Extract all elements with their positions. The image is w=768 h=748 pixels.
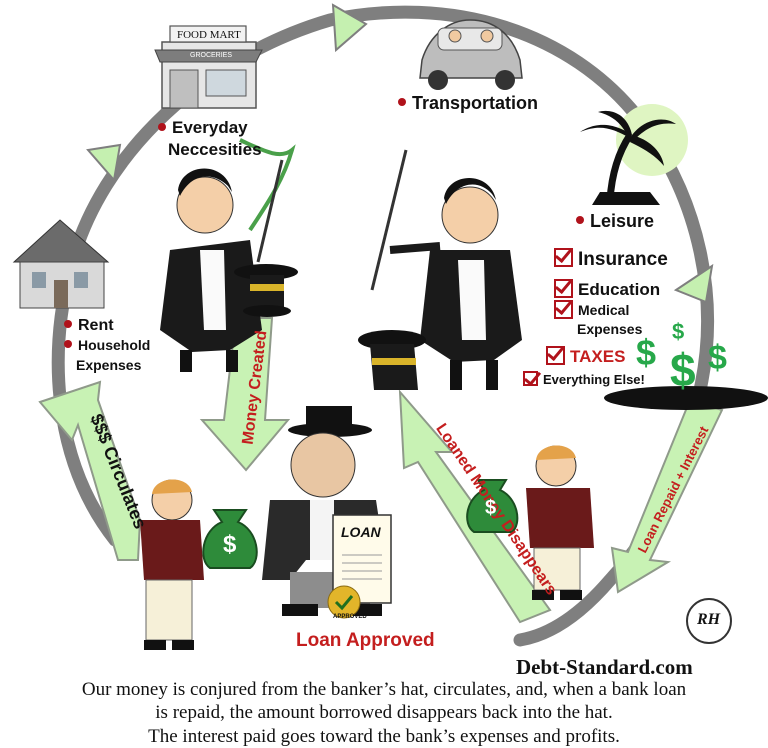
palm-tree-icon [580, 104, 688, 205]
loan-repaid-arrow [610, 398, 724, 594]
label-education: Education [554, 279, 661, 300]
borrower-right [526, 445, 594, 600]
borrower-left [140, 479, 204, 650]
bullet-icon [158, 122, 166, 131]
house-icon [12, 219, 110, 309]
caption-line-3: The interest paid goes toward the bank’s… [148, 726, 620, 747]
label-necessities: Neccesities [168, 140, 262, 159]
money-bag-right-symbol: $ [485, 497, 497, 519]
label-everything-else-text: Everything Else! [543, 372, 645, 387]
label-medical-expenses: Expenses [577, 321, 643, 337]
loan-approved-label: Loan Approved [296, 630, 435, 651]
top-hat-right [358, 330, 426, 390]
caption-line-1: Our money is conjured from the banker’s … [81, 679, 687, 700]
label-everyday-text: Everyday [172, 118, 248, 137]
loan-document-title: LOAN [341, 524, 381, 540]
label-household-expenses: Expenses [76, 357, 142, 373]
cycle-arrowhead-right [673, 263, 714, 304]
checkbox-icon [554, 279, 573, 299]
checkbox-icon [554, 300, 573, 319]
food-mart-awning: GROCERIES [190, 52, 233, 59]
bullet-icon [576, 216, 584, 225]
car-icon [419, 19, 523, 90]
top-hat-left [234, 264, 298, 317]
black-hole-icon [604, 386, 768, 410]
rh-logo-icon [686, 598, 732, 644]
label-everyday: Everyday [158, 118, 248, 137]
dollar-sign-4: $ [708, 339, 727, 377]
caption-line-2: is repaid, the amount borrowed disappear… [155, 702, 613, 723]
label-household: Household [64, 337, 150, 353]
label-transportation-text: Transportation [412, 93, 539, 113]
dollar-sign-2: $ [672, 319, 685, 344]
dollar-sign-3: $ [670, 344, 696, 396]
checkbox-icon [523, 371, 538, 387]
food-mart-icon [154, 25, 263, 109]
cycle-diagram [12, 3, 768, 650]
magician-right [370, 149, 522, 390]
label-leisure-text: Leisure [590, 211, 655, 231]
site-name: Debt-Standard.com [516, 655, 693, 679]
approved-seal-icon [327, 585, 361, 619]
label-taxes-text: TAXES [570, 347, 626, 366]
checkbox-icon [546, 346, 565, 366]
money-bag-left-icon [202, 509, 258, 569]
label-rent-text: Rent [78, 317, 114, 334]
bullet-icon [398, 98, 406, 107]
food-mart-sign: FOOD MART [177, 29, 241, 41]
label-taxes: TAXES [546, 346, 626, 367]
magician-left [160, 138, 296, 372]
money-bag-left-symbol: $ [223, 531, 237, 558]
approved-seal-text: APPROVED [333, 614, 367, 620]
cycle-arrowhead-upper-left [86, 143, 122, 183]
label-medical-text: Medical [578, 302, 630, 319]
label-leisure: Leisure [576, 212, 654, 231]
checkbox-icon [554, 248, 573, 268]
label-transportation: Transportation [398, 94, 538, 113]
label-household-text: Household [78, 337, 151, 353]
bullet-icon [64, 319, 72, 328]
cycle-arrowhead-top [331, 3, 368, 53]
label-insurance-text: Insurance [578, 249, 668, 270]
circulates-arrow [38, 380, 142, 561]
label-everything-else: Everything Else! [523, 371, 645, 388]
rh-logo-text: RH [697, 611, 721, 628]
label-medical: Medical [554, 300, 630, 321]
money-bag-right-icon [466, 479, 519, 533]
label-rent: Rent [64, 316, 114, 335]
label-education-text: Education [578, 280, 661, 299]
bullet-icon [64, 340, 72, 349]
money-created-arrow [199, 317, 291, 472]
dollar-sign-1: $ [636, 332, 657, 373]
label-insurance: Insurance [554, 248, 668, 270]
